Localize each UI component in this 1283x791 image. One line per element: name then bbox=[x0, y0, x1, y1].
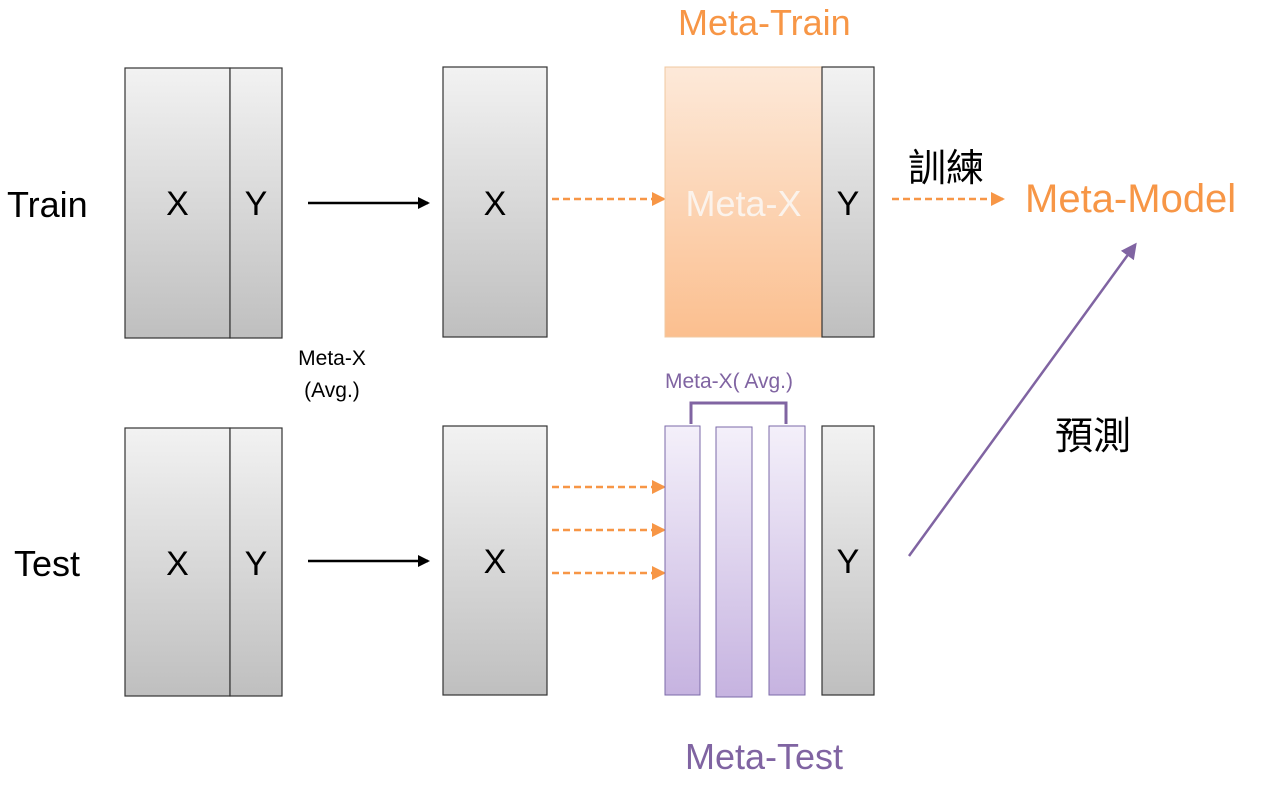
train-y-cell-label: Y bbox=[244, 185, 268, 223]
meta-test-column-3 bbox=[768, 425, 806, 696]
meta-x-avg-bracket bbox=[689, 401, 788, 424]
train-x-table bbox=[442, 66, 548, 338]
meta-train-y-box bbox=[821, 66, 875, 338]
test-x-table bbox=[442, 425, 548, 696]
test-row-label: Test bbox=[14, 543, 81, 584]
test-x-cell-label: X bbox=[166, 545, 189, 583]
meta-x-avg-label-line2: (Avg.) bbox=[304, 379, 360, 402]
meta-test-title: Meta-Test bbox=[685, 736, 844, 777]
test-y-cell-label: Y bbox=[244, 545, 268, 583]
meta-model-label: Meta-Model bbox=[1025, 177, 1237, 221]
meta-test-column-2 bbox=[715, 426, 753, 698]
test-xy-table-x bbox=[124, 427, 231, 697]
meta-test-column-1 bbox=[664, 425, 701, 696]
meta-test-y-label: Y bbox=[836, 543, 860, 581]
meta-train-x-label: Meta-X bbox=[685, 183, 802, 224]
predict-arrow bbox=[907, 242, 1137, 557]
meta-test-y-box bbox=[821, 425, 875, 696]
meta-x-avg-bracket-label: Meta-X( Avg.) bbox=[665, 370, 793, 393]
train-arrow-label: 訓練 bbox=[908, 146, 985, 190]
predict-arrow-label: 預測 bbox=[1055, 414, 1132, 458]
meta-x-avg-label-line1: Meta-X bbox=[298, 347, 366, 370]
test-x-table-label: X bbox=[483, 543, 507, 581]
train-x-cell-label: X bbox=[166, 185, 189, 223]
train-xy-table-y bbox=[229, 67, 283, 339]
train-xy-table-x bbox=[124, 67, 231, 339]
train-x-table-label: X bbox=[483, 185, 507, 223]
meta-train-x-box bbox=[664, 66, 823, 338]
meta-train-title: Meta-Train bbox=[678, 2, 851, 43]
meta-train-y-label: Y bbox=[836, 185, 860, 223]
train-row-label: Train bbox=[7, 184, 88, 225]
test-xy-table-y bbox=[229, 427, 283, 697]
